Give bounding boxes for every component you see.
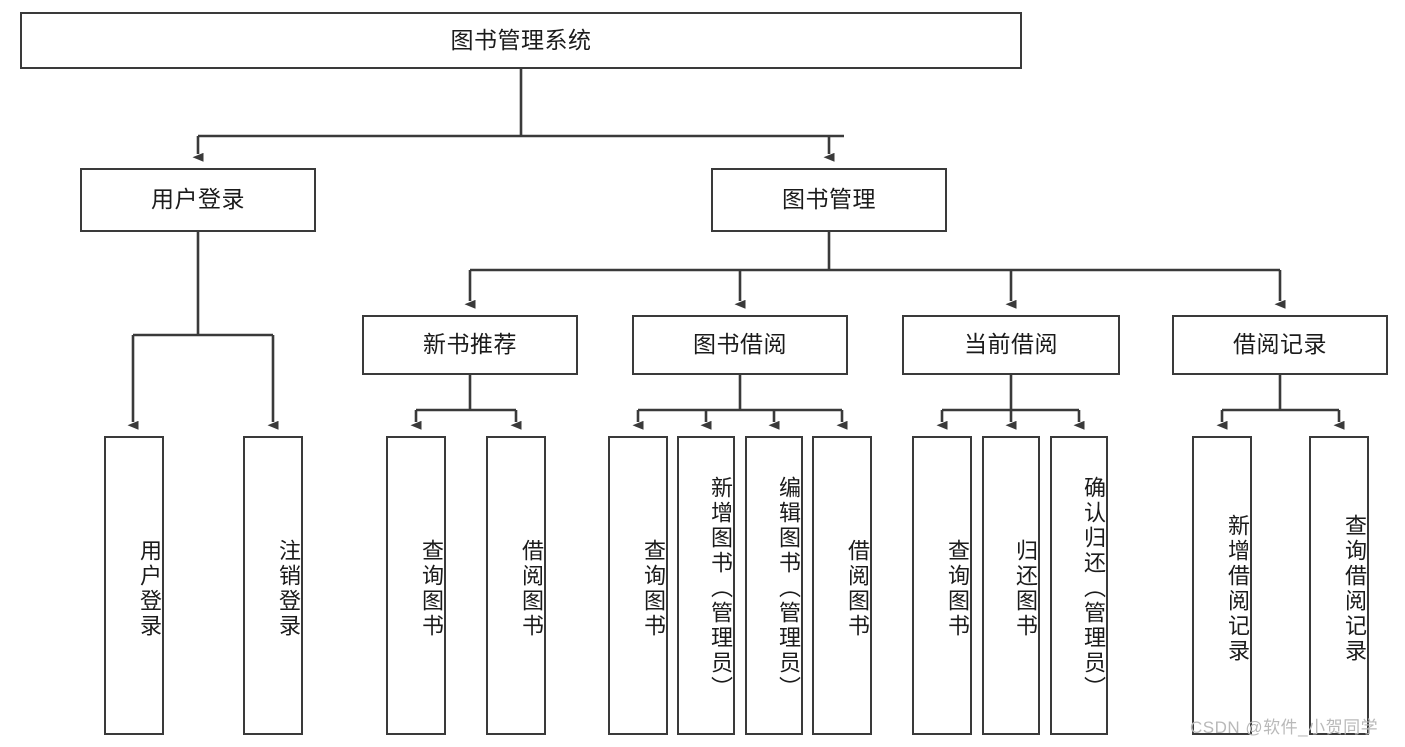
node-leaf-confirm-return-admin[interactable]: 确认归还（管理员） — [1050, 436, 1108, 735]
node-leaf-borrow-book-1[interactable]: 借阅图书 — [486, 436, 546, 735]
node-label: 新书推荐 — [423, 331, 517, 358]
node-leaf-query-book-2[interactable]: 查询图书 — [608, 436, 668, 735]
node-borrow-record[interactable]: 借阅记录 — [1172, 315, 1388, 375]
node-current-borrow[interactable]: 当前借阅 — [902, 315, 1120, 375]
node-leaf-borrow-book-2[interactable]: 借阅图书 — [812, 436, 872, 735]
node-label: 用户登录 — [151, 186, 245, 213]
node-label: 编辑图书（管理员） — [776, 476, 801, 701]
node-book-borrow[interactable]: 图书借阅 — [632, 315, 848, 375]
node-label: 注销登录 — [276, 538, 301, 639]
node-label: 查询图书 — [641, 538, 666, 639]
node-leaf-add-borrow-record[interactable]: 新增借阅记录 — [1192, 436, 1252, 735]
node-label: 图书借阅 — [693, 331, 787, 358]
node-leaf-logout-login[interactable]: 注销登录 — [243, 436, 303, 735]
node-leaf-user-login[interactable]: 用户登录 — [104, 436, 164, 735]
node-label: 借阅图书 — [519, 538, 544, 639]
node-leaf-query-borrow-record[interactable]: 查询借阅记录 — [1309, 436, 1369, 735]
node-label: 借阅图书 — [845, 538, 870, 639]
node-user-login[interactable]: 用户登录 — [80, 168, 316, 232]
node-label: 用户登录 — [137, 538, 162, 639]
node-label: 查询图书 — [419, 538, 444, 639]
node-leaf-edit-book-admin[interactable]: 编辑图书（管理员） — [745, 436, 803, 735]
node-label: 新增借阅记录 — [1225, 513, 1250, 664]
node-label: 图书管理系统 — [450, 26, 592, 53]
node-new-book-recommend[interactable]: 新书推荐 — [362, 315, 578, 375]
node-label: 查询图书 — [945, 538, 970, 639]
node-book-management[interactable]: 图书管理 — [711, 168, 947, 232]
node-label: 图书管理 — [782, 186, 876, 213]
node-leaf-query-book-1[interactable]: 查询图书 — [386, 436, 446, 735]
node-label: 借阅记录 — [1233, 331, 1327, 358]
node-book-management-system[interactable]: 图书管理系统 — [20, 12, 1022, 69]
node-label: 当前借阅 — [964, 331, 1058, 358]
node-leaf-query-book-3[interactable]: 查询图书 — [912, 436, 972, 735]
node-leaf-add-book-admin[interactable]: 新增图书（管理员） — [677, 436, 735, 735]
node-label: 归还图书 — [1013, 538, 1038, 639]
node-label: 新增图书（管理员） — [708, 476, 733, 701]
node-label: 查询借阅记录 — [1342, 513, 1367, 664]
node-leaf-return-book[interactable]: 归还图书 — [982, 436, 1040, 735]
watermark-text: CSDN @软件_小贺同学 — [1190, 718, 1379, 737]
node-label: 确认归还（管理员） — [1081, 476, 1106, 701]
